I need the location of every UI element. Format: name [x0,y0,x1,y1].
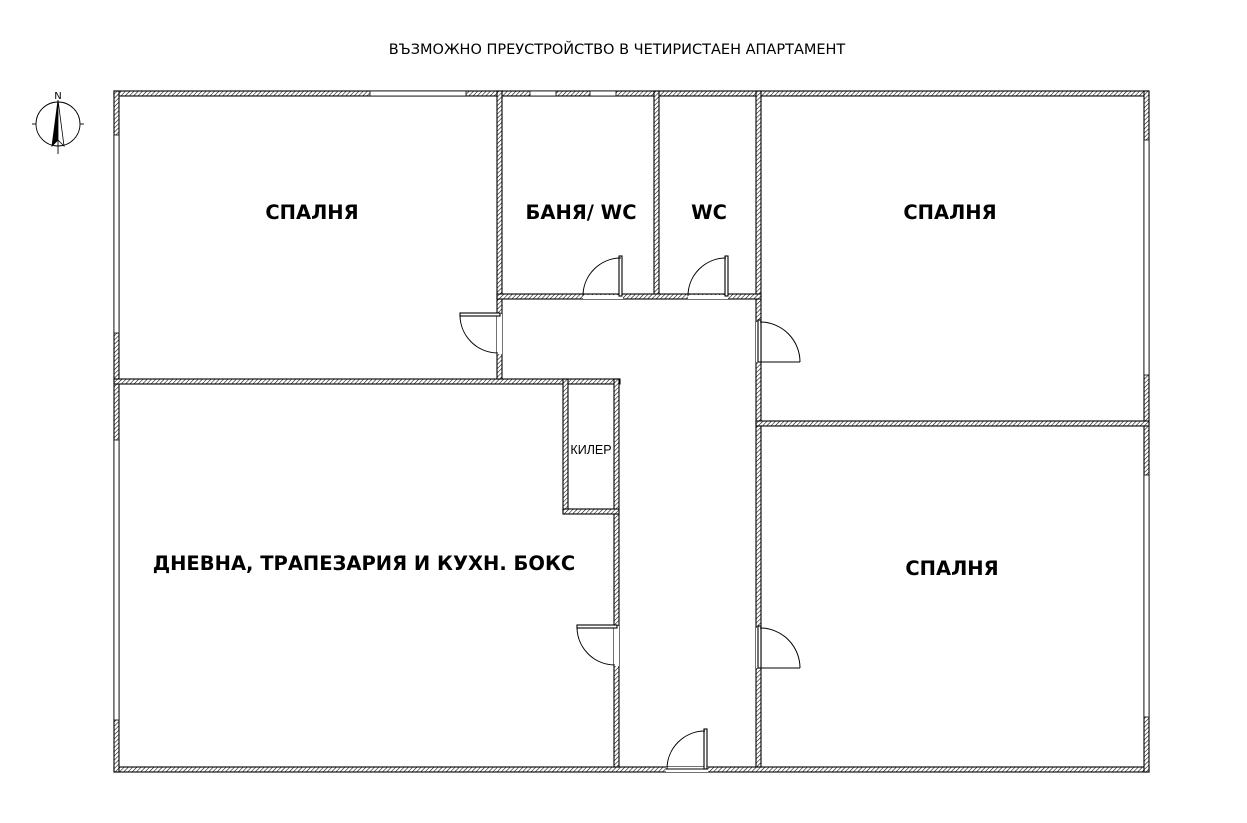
door-swing [459,314,499,354]
door-swing [666,730,706,770]
north-letter: N [54,91,61,102]
room-label-bedroom-top-left: СПАЛНЯ [265,201,358,224]
plan-title: ВЪЗМОЖНО ПРЕУСТРОЙСТВО В ЧЕТИРИСТАЕН АПА… [389,40,846,58]
room-label-bathroom: БАНЯ/ WC [525,201,636,224]
interior-walls [113,90,1150,768]
window [589,90,617,97]
doors [459,255,801,772]
window [113,439,120,721]
door-gap [583,295,623,299]
outer-wall-bottom [113,766,1150,773]
door-swing [582,257,622,297]
room-label-bedroom-bottom-right: СПАЛНЯ [905,557,998,580]
door-swing [576,626,616,666]
wall-bath-wc [653,90,660,298]
door-gap [497,314,502,354]
door-gap [688,295,728,299]
wall-wc-bedroom [755,90,762,768]
door-gap [614,626,619,666]
door-swing [759,627,801,669]
outer-wall-left [113,90,120,773]
outer-wall-right [1143,90,1150,773]
entrance-door [703,728,708,770]
bedroom-top-left-door [459,312,501,317]
window [113,134,120,334]
room-label-storage: КИЛЕР [570,443,611,457]
bathroom-door [618,255,623,297]
window [1143,139,1150,376]
wall-corridor-left [613,378,620,768]
outer-walls [113,90,1150,773]
bedroom-bottom-right-door [757,625,762,669]
wall-bath-bottom [496,293,762,300]
room-label-living-room: ДНЕВНА, ТРАПЕЗАРИЯ И КУХН. БОКС [153,552,576,575]
living-room-door [576,624,618,629]
wc-door [724,255,729,297]
window [1143,474,1150,718]
room-labels: СПАЛНЯ БАНЯ/ WC WC СПАЛНЯ КИЛЕР ДНЕВНА, … [153,201,999,580]
wall-bedrooms-right [755,420,1150,427]
window [529,90,557,97]
wall-living-top [113,378,621,385]
wall-storage-left [562,378,569,514]
window [369,90,467,97]
door-swing [759,321,801,363]
door-swing [687,257,727,297]
wall-storage-bottom [562,508,620,515]
bedroom-top-right-door [757,319,762,363]
outer-wall-top [113,90,1150,97]
room-label-bedroom-top-right: СПАЛНЯ [903,201,996,224]
windows [113,90,1150,721]
room-label-wc: WC [691,201,727,224]
north-arrow-icon: N [32,91,84,154]
